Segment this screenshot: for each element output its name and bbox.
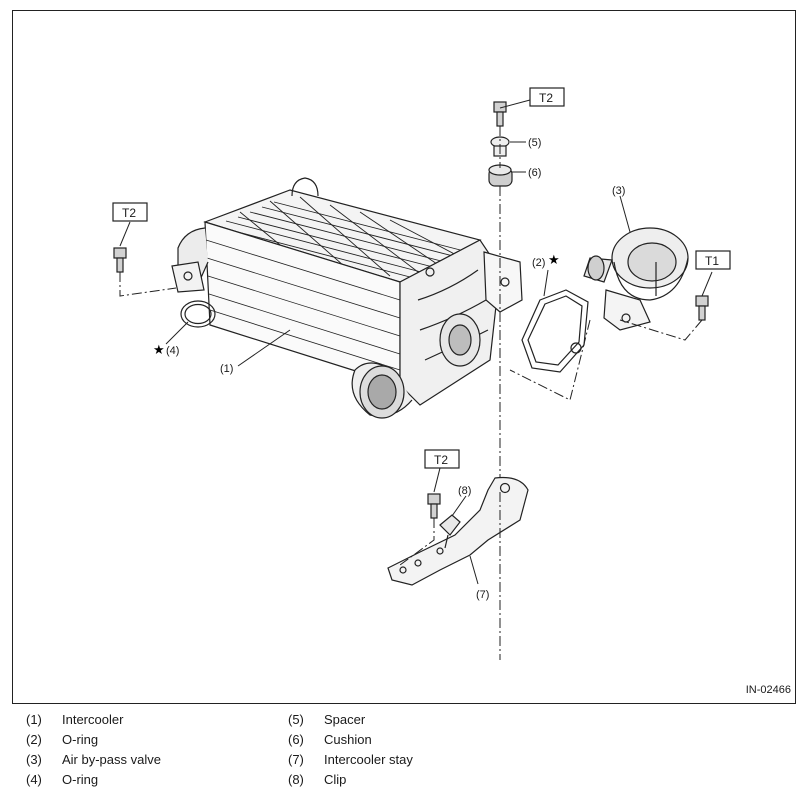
callout-6: (6) <box>528 167 541 179</box>
torque-tag-t2-bottom: T2 <box>434 453 448 467</box>
callout-4: (4) <box>166 345 179 357</box>
figure-id: IN-02466 <box>745 684 791 696</box>
parts-legend: (1)Intercooler (2)O-ring (3)Air by-pass … <box>26 712 786 800</box>
callout-3: (3) <box>612 185 625 197</box>
air-bypass-valve-part <box>583 227 689 331</box>
star-marker-2: ★ <box>548 252 560 267</box>
callout-8: (8) <box>458 485 471 497</box>
diagram-frame <box>12 10 796 704</box>
callout-1: (1) <box>220 363 233 375</box>
callout-7: (7) <box>476 589 489 601</box>
legend-item: (2)O-ring <box>26 732 99 747</box>
torque-tag-t2-left: T2 <box>122 206 136 220</box>
clip-8 <box>439 514 461 536</box>
legend-item: (3)Air by-pass valve <box>26 752 161 767</box>
intercooler-part <box>171 177 523 419</box>
callout-2: (2) <box>532 257 545 269</box>
torque-tag-t2-top: T2 <box>539 91 553 105</box>
o-ring-2 <box>521 289 589 373</box>
legend-item: (5)Spacer <box>288 712 366 727</box>
intercooler-stay-part <box>387 476 529 586</box>
legend-item: (6)Cushion <box>288 732 372 747</box>
legend-item: (4)O-ring <box>26 772 99 787</box>
o-ring-4 <box>180 300 216 328</box>
legend-item: (1)Intercooler <box>26 712 124 727</box>
star-marker-4: ★ <box>153 342 165 357</box>
torque-tag-t1-right: T1 <box>705 254 719 268</box>
callout-5: (5) <box>528 137 541 149</box>
legend-item: (8)Clip <box>288 772 347 787</box>
legend-item: (7)Intercooler stay <box>288 752 413 767</box>
bolt-icons <box>113 101 709 519</box>
